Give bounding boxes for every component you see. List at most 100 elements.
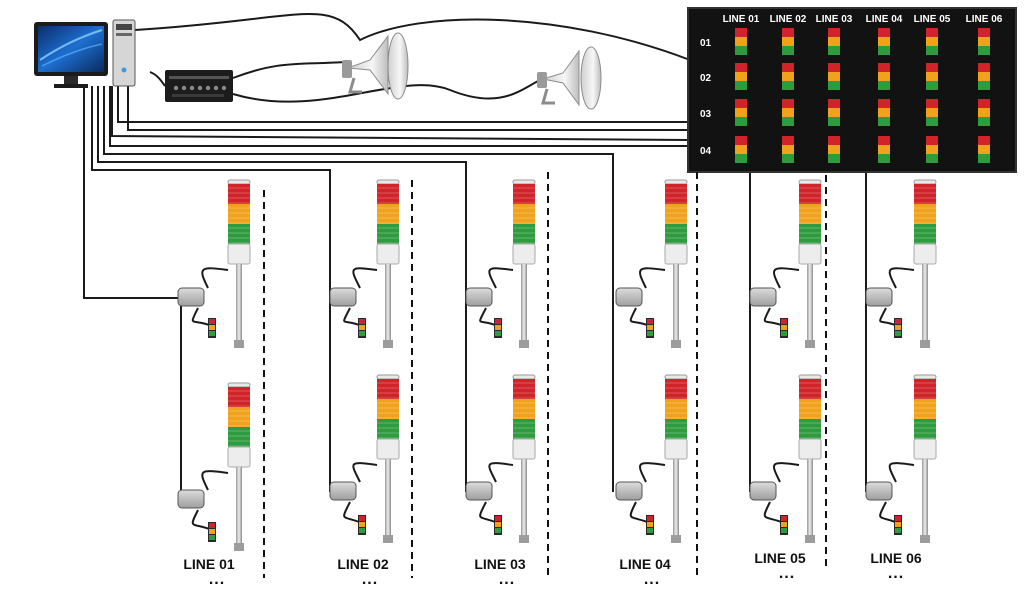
control-box-icon [465,287,493,307]
line-station [329,374,400,543]
cable [201,470,229,491]
line-label: LINE 01 [183,556,235,572]
tower-light-icon [227,382,251,551]
cable [191,307,213,327]
line-station [615,179,688,348]
tower-light-icon [798,179,822,348]
amplifier-icon [165,70,233,102]
control-box-icon [615,481,643,501]
control-box-icon [329,287,357,307]
tower-light-icon [376,374,400,543]
line-station [465,179,536,348]
line-label: LINE 04 [619,556,671,572]
control-box-icon [329,481,357,501]
signal-light-icon [780,515,788,535]
more-indicator: ... [888,565,904,582]
signal-light-icon [828,28,840,55]
signal-light-icon [894,318,902,338]
signal-light-icon [878,99,890,126]
signal-light-icon [646,515,654,535]
signal-light-icon [494,318,502,338]
line-station [329,179,400,348]
tower-light-icon [664,374,688,543]
control-box-icon [615,287,643,307]
signal-light-icon [978,63,990,90]
line-station [177,179,251,348]
board-column-header: LINE 02 [770,14,807,25]
control-box-icon [749,481,777,501]
cable [149,71,166,87]
line-station [465,374,536,543]
board-column-header: LINE 06 [966,14,1003,25]
cable [201,267,229,289]
cable [772,462,800,483]
tower-light-icon [227,179,251,348]
signal-light-icon [926,136,938,163]
cable [352,267,378,289]
more-indicator: ... [644,571,660,588]
board-row-label: 03 [700,109,712,120]
signal-light-icon [978,99,990,126]
line-station [177,382,251,551]
signal-light-icon [782,28,794,55]
signal-light-icon [735,63,747,90]
cable [479,307,499,327]
control-box-icon [749,287,777,307]
signal-light-icon [878,63,890,90]
cable [629,307,651,327]
more-indicator: ... [362,571,378,588]
cable [91,86,331,300]
line-station [749,374,822,543]
line-label: LINE 06 [870,550,922,566]
cable [888,267,915,289]
horn-speaker-icon [537,46,602,110]
board-row-label: 04 [700,146,712,157]
cable [343,307,363,327]
cable [763,501,785,524]
signal-light-icon [782,99,794,126]
cable [191,509,213,531]
signal-light-icon [828,136,840,163]
pc-tower-icon [112,19,136,87]
signal-light-icon [978,136,990,163]
signal-light-icon [358,515,366,535]
tower-light-icon [664,179,688,348]
control-box-icon [465,481,493,501]
line-stations [177,172,937,578]
line-station [865,179,937,348]
signal-light-icon [735,136,747,163]
cable [97,86,467,300]
control-box-icon [865,287,893,307]
computer [34,19,136,88]
signal-light-icon [735,99,747,126]
cable [879,501,899,524]
signal-light-icon [828,63,840,90]
tower-light-icon [512,179,536,348]
line-separators [263,172,827,578]
board-column-header: LINE 04 [866,14,903,25]
signal-light-icon [926,63,938,90]
board-column-header: LINE 01 [723,14,760,25]
line-station [865,374,937,543]
cable [488,267,514,289]
board-column-header: LINE 03 [816,14,853,25]
board-cells [735,28,990,163]
tower-light-icon [512,374,536,543]
tower-light-icon [798,374,822,543]
cable [479,501,499,524]
cable [111,86,691,141]
signal-light-icon [926,99,938,126]
monitor-icon [34,22,108,88]
signal-light-icon [494,515,502,535]
cable [638,462,666,483]
cable [488,462,514,483]
signal-light-icon [894,515,902,535]
signal-light-icon [878,28,890,55]
control-box-icon [177,489,205,509]
more-indicator: ... [779,565,795,582]
cable [888,462,915,483]
cable [772,267,800,289]
line-label: LINE 05 [754,550,806,566]
